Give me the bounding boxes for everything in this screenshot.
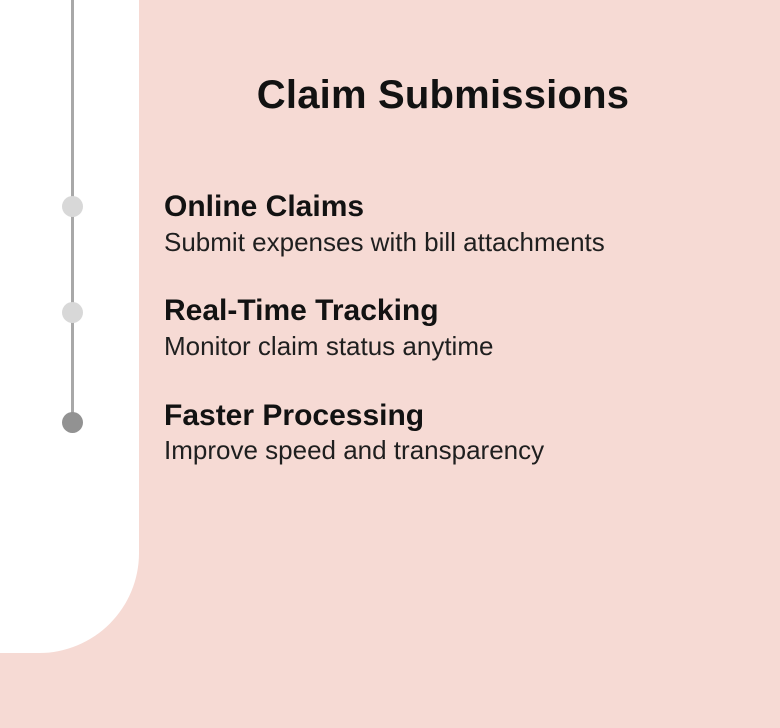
- page-title: Claim Submissions: [256, 72, 630, 117]
- list-item: Online Claims Submit expenses with bill …: [164, 188, 704, 259]
- timeline-dot: [62, 302, 83, 323]
- list-item: Faster Processing Improve speed and tran…: [164, 397, 704, 468]
- item-description: Monitor claim status anytime: [164, 330, 494, 361]
- left-panel: [0, 0, 139, 653]
- feature-list: Online Claims Submit expenses with bill …: [164, 188, 704, 501]
- item-heading: Online Claims: [164, 190, 365, 223]
- item-heading: Real-Time Tracking: [164, 294, 439, 328]
- timeline-dot: [62, 412, 83, 433]
- list-item: Real-Time Tracking Monitor claim status …: [164, 292, 704, 363]
- item-description: Submit expenses with bill attachments: [164, 226, 605, 257]
- timeline-dot: [62, 196, 83, 217]
- item-description: Improve speed and transparency: [164, 435, 545, 466]
- item-heading: Faster Processing: [164, 398, 425, 432]
